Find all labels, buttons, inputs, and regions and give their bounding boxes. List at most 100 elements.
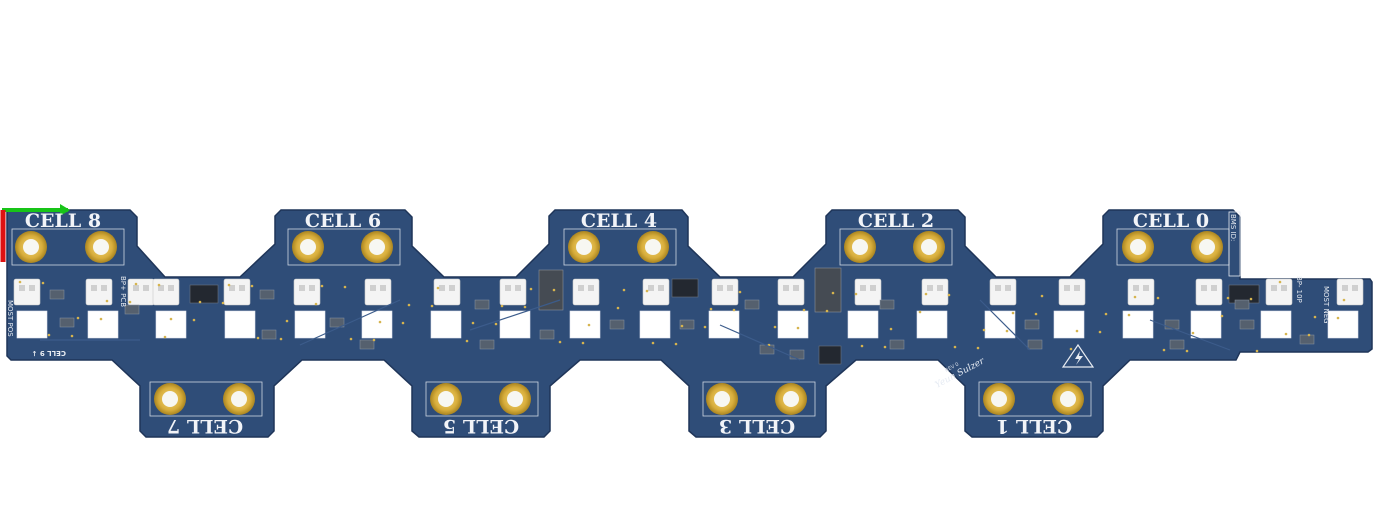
top-cell-2: CELL 2: [839, 210, 953, 266]
connector-pin: [439, 285, 445, 291]
connector-pin: [937, 285, 943, 291]
via: [465, 339, 469, 343]
via: [314, 302, 318, 306]
via: [1104, 312, 1108, 316]
via: [976, 346, 980, 350]
via: [18, 280, 22, 284]
via: [1307, 333, 1311, 337]
via: [320, 284, 324, 288]
via: [709, 307, 713, 311]
cell-label: CELL 2: [858, 210, 934, 232]
cell-label: CELL 4: [581, 210, 657, 232]
ic-chip: [671, 278, 699, 298]
via: [953, 345, 957, 349]
smd-component: [124, 304, 140, 315]
connector-header: [1127, 278, 1155, 306]
via: [76, 316, 80, 320]
via: [436, 286, 440, 290]
via: [529, 287, 533, 291]
connector-pin: [870, 285, 876, 291]
via: [622, 288, 626, 292]
connector-pin: [1201, 285, 1207, 291]
pcb-trace: [1149, 319, 1231, 351]
test-pad: [87, 310, 119, 339]
via: [796, 326, 800, 330]
test-pad: [916, 310, 948, 339]
via: [854, 292, 858, 296]
via: [41, 281, 45, 285]
connector-header: [777, 278, 805, 306]
connector-pin: [1074, 285, 1080, 291]
connector-pin: [648, 285, 654, 291]
smd-component: [889, 339, 905, 350]
via: [616, 306, 620, 310]
via: [651, 341, 655, 345]
via: [587, 323, 591, 327]
connector-header: [364, 278, 392, 306]
via: [192, 318, 196, 322]
connector-pin: [370, 285, 376, 291]
crystal-component: [814, 267, 842, 313]
connector-header: [223, 278, 251, 306]
smd-component: [1024, 319, 1040, 330]
test-pad: [1122, 310, 1154, 339]
via: [1162, 348, 1166, 352]
connector-pin: [1211, 285, 1217, 291]
cell-label: CELL 7: [167, 415, 243, 437]
connector-pin: [309, 285, 315, 291]
via: [1011, 311, 1015, 315]
connector-pin: [505, 285, 511, 291]
test-pad: [430, 310, 462, 339]
bottom-cell-1: CELL 1: [978, 381, 1092, 437]
via: [1191, 331, 1195, 335]
connector-pin: [1064, 285, 1070, 291]
via: [128, 300, 132, 304]
via: [1127, 313, 1131, 317]
via: [343, 285, 347, 289]
smd-component: [261, 329, 277, 340]
pcb-trace: [719, 324, 801, 361]
via: [558, 340, 562, 344]
test-pad: [1190, 310, 1222, 339]
pcb-trace: [299, 299, 401, 346]
high-voltage-warning-icon: [1061, 343, 1095, 368]
via: [1220, 314, 1224, 318]
connector-pin: [101, 285, 107, 291]
bp-plus-label: BP+ PCB: [119, 276, 127, 307]
connector-pin: [1005, 285, 1011, 291]
smd-component: [259, 289, 275, 300]
top-cell-6: CELL 6: [287, 210, 401, 266]
x-axis-arrowhead: [60, 204, 70, 216]
via: [1336, 316, 1340, 320]
connector-header: [433, 278, 461, 306]
smd-component: [1164, 319, 1180, 330]
via: [1098, 330, 1102, 334]
via: [1342, 298, 1346, 302]
cell-label: CELL 8: [25, 210, 101, 232]
via: [105, 299, 109, 303]
via: [732, 308, 736, 312]
connector-header: [989, 278, 1017, 306]
connector-pin: [927, 285, 933, 291]
connector-pin: [1143, 285, 1149, 291]
connector-pin: [1352, 285, 1358, 291]
via: [494, 322, 498, 326]
via: [256, 336, 260, 340]
smd-component: [759, 344, 775, 355]
via: [802, 308, 806, 312]
connector-header: [127, 278, 155, 306]
connector-pin: [717, 285, 723, 291]
via: [169, 317, 173, 321]
via: [738, 290, 742, 294]
via: [157, 283, 161, 287]
connector-pin: [1271, 285, 1277, 291]
via: [1284, 332, 1288, 336]
smd-component: [879, 299, 895, 310]
via: [70, 334, 74, 338]
connector-pin: [19, 285, 25, 291]
most-neg-label: MOST NEG: [1322, 286, 1330, 324]
crystal-component: [538, 269, 564, 311]
connector-pin: [133, 285, 139, 291]
connector-pin: [578, 285, 584, 291]
components-layer: [13, 267, 1364, 365]
